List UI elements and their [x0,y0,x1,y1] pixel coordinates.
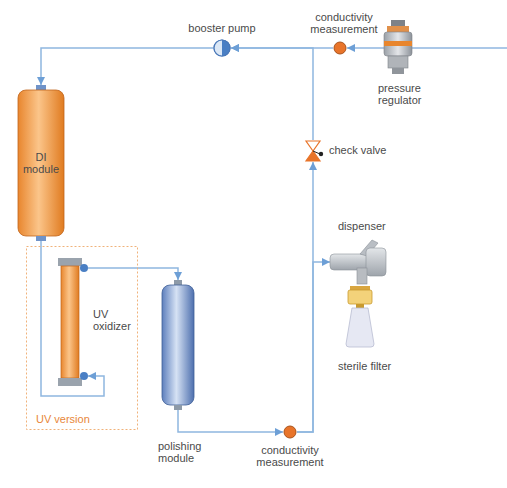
water-pipe [297,262,330,432]
water-pipe [297,162,313,432]
component-label: check valve [329,144,409,156]
polishing-cylinder [160,280,196,410]
component-label: booster pump [177,22,267,34]
filter-node: sterile filter [342,286,378,348]
component-label: dispenser [338,220,418,232]
dispenser-valve [330,238,394,284]
regulator-node: pressure regulator [380,20,416,76]
component-label: DI module [18,151,64,175]
check-valve-symbol [303,140,323,162]
sensor-node: conductivity measurement [283,425,297,439]
pump-node: booster pump [213,39,231,57]
pump-symbol [213,39,231,57]
component-label: sterile filter [338,360,418,372]
dispenser-node: dispenser [330,238,394,284]
uv-version-frame [26,246,138,430]
component-label: UV oxidizer [93,308,135,332]
filter-and-flask [342,286,378,348]
conductivity-sensor [333,41,347,55]
water-pipe [231,48,313,140]
polishing-node: polishing module [160,280,196,410]
uv-oxidizer-node: UV oxidizer [58,258,88,386]
component-label: conductivity measurement [302,11,386,35]
valve-node: check valve [303,140,323,162]
di-module-node: DI module [16,85,66,241]
water-pipe [347,47,380,49]
conductivity-sensor [283,425,297,439]
inlet-pipe [416,47,507,49]
component-label: polishing module [158,440,218,464]
pressure-regulator-symbol [380,20,416,76]
component-label: pressure regulator [378,82,448,106]
uv-version-group: UV version UV oxidizer [26,246,138,430]
component-label: UV version [36,413,131,425]
water-pipe [41,48,213,85]
water-pipe [88,268,178,280]
water-pipe [178,410,283,432]
sensor-node: conductivity measurement [333,41,347,55]
component-label: conductivity measurement [248,444,332,468]
uv-lamp-tube [58,258,88,386]
